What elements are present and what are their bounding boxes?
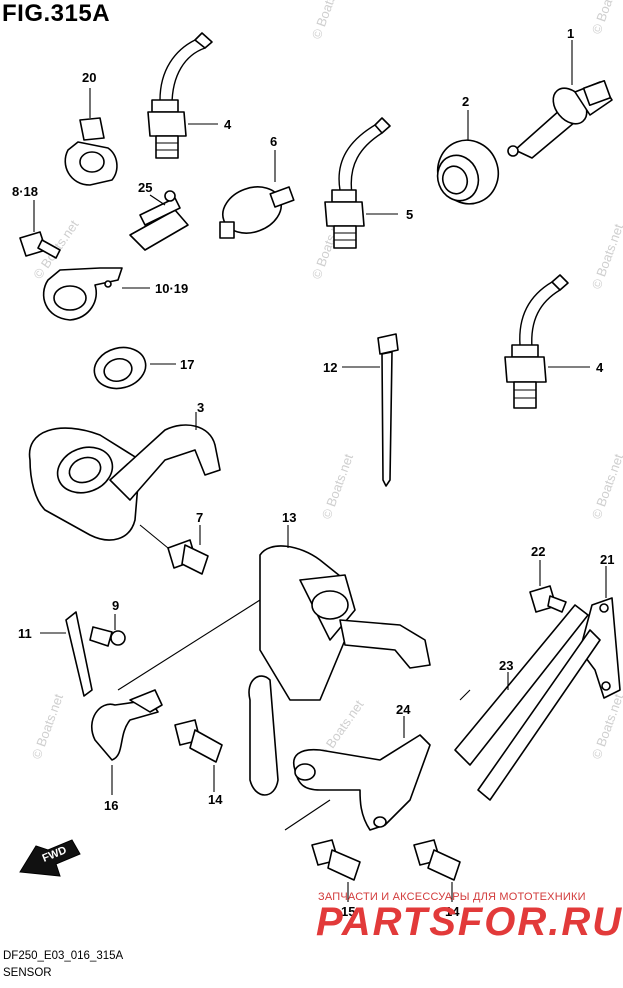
callout-14-left: 14 <box>208 792 223 807</box>
part-15-bolt <box>311 839 361 902</box>
callout-8-18: 8·18 <box>12 184 38 199</box>
part-4-sender-right <box>504 274 590 409</box>
watermark-text: © Boats.net <box>589 222 623 292</box>
callout-24: 24 <box>396 702 411 717</box>
callout-21: 21 <box>600 552 614 567</box>
figure-name: SENSOR <box>3 967 52 979</box>
callout-4-right: 4 <box>596 360 604 375</box>
callout-25: 25 <box>138 180 152 195</box>
part-2-grommet <box>436 110 500 205</box>
part-13-sensor-assembly <box>248 525 431 796</box>
part-23-arm <box>454 604 601 801</box>
callout-3: 3 <box>197 400 204 415</box>
part-7-bolt <box>139 524 209 575</box>
callout-16: 16 <box>104 798 118 813</box>
callout-17: 17 <box>180 357 194 372</box>
watermark-text: © Boats.net <box>29 692 67 762</box>
callout-20: 20 <box>82 70 96 85</box>
callout-14-right: 14 <box>445 904 460 919</box>
part-24-bracket <box>284 716 431 831</box>
part-20-clip <box>64 88 118 186</box>
part-14-bolt-right <box>413 839 461 902</box>
part-11-strap <box>40 611 93 697</box>
callout-11: 11 <box>18 626 32 641</box>
watermark-text: © Boats.net <box>589 692 623 762</box>
callout-15: 15 <box>341 904 355 919</box>
part-12-cable-tie <box>342 333 399 487</box>
figure-code: DF250_E03_016_315A <box>3 950 124 962</box>
watermark-text: © Boats.net <box>319 452 357 522</box>
watermark-text: © Boats.net <box>309 0 347 41</box>
part-8-18-bolt <box>19 200 61 259</box>
part-22-bolt <box>529 560 567 613</box>
callout-10-19: 10·19 <box>155 281 188 296</box>
callout-9: 9 <box>112 598 119 613</box>
part-6-switch <box>219 150 295 239</box>
callout-4-top: 4 <box>224 117 232 132</box>
part-16-clip <box>90 599 261 795</box>
callout-6: 6 <box>270 134 277 149</box>
part-14-bolt-left <box>174 719 223 792</box>
callout-7: 7 <box>196 510 203 525</box>
part-17-grommet <box>93 346 176 390</box>
part-21-bracket <box>579 566 621 699</box>
callout-12: 12 <box>323 360 337 375</box>
watermark-caption: ЗАПЧАСТИ И АКСЕССУАРЫ ДЛЯ МОТОТЕХНИКИ <box>318 891 586 903</box>
callout-1: 1 <box>567 26 574 41</box>
part-3-sensor <box>28 412 221 541</box>
fwd-arrow-icon: FWD <box>19 839 81 877</box>
callout-22: 22 <box>531 544 545 559</box>
callout-labels: 1 2 3 4 4 5 6 7 8·18 9 10·19 11 12 13 14… <box>12 26 614 919</box>
watermark-logo: PARTSFOR.RU <box>316 900 623 944</box>
callout-13: 13 <box>282 510 296 525</box>
part-25-clamp <box>129 190 189 251</box>
part-9-screw <box>89 614 126 647</box>
watermark-text: © Boats.net <box>589 0 623 36</box>
callout-2: 2 <box>462 94 469 109</box>
watermark-text: © Boats.net <box>589 452 623 522</box>
part-10-19-clamp <box>42 267 150 321</box>
callout-23: 23 <box>499 658 513 673</box>
part-1-sensor <box>507 40 613 159</box>
figure-title: FIG.315A <box>2 0 111 27</box>
part-5-sender <box>324 117 398 249</box>
callout-5: 5 <box>406 207 413 222</box>
part-4-sender-top <box>147 32 218 159</box>
